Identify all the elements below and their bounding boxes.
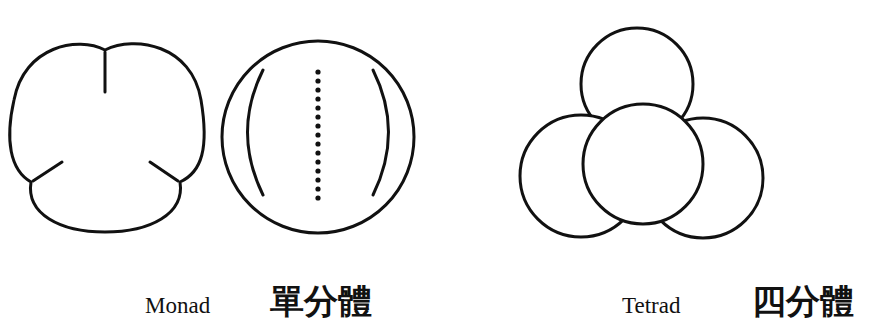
colpus-dot xyxy=(315,159,320,164)
colpus-dot xyxy=(315,105,320,110)
colpus-dot xyxy=(315,114,320,119)
colpus-dots xyxy=(315,69,320,200)
chinese-term-label: 四分體 xyxy=(752,284,854,318)
colpus-arc xyxy=(248,70,264,195)
colpus-dot xyxy=(315,186,320,191)
colpus-dot xyxy=(315,168,320,173)
monad-colpate-outline xyxy=(222,41,414,233)
term-label: Tetrad xyxy=(622,294,680,317)
colpus-dot xyxy=(315,177,320,182)
colpus-dot xyxy=(315,87,320,92)
colpus-dot xyxy=(315,132,320,137)
term-label: Monad xyxy=(145,294,210,317)
monad-trilete-outline xyxy=(10,44,204,232)
colpus-dot xyxy=(315,123,320,128)
tetrad-cell xyxy=(583,104,703,224)
chinese-term-label: 單分體 xyxy=(270,284,372,318)
colpus-dot xyxy=(315,69,320,74)
colpus-dot xyxy=(315,96,320,101)
colpus-dot xyxy=(315,150,320,155)
monad-slit xyxy=(33,162,62,181)
colpus-dot xyxy=(315,141,320,146)
colpus-dot xyxy=(315,78,320,83)
monad-slit xyxy=(104,52,107,92)
monad-slit xyxy=(150,162,178,181)
colpus-dot xyxy=(315,195,320,200)
colpus-arc xyxy=(373,70,389,195)
